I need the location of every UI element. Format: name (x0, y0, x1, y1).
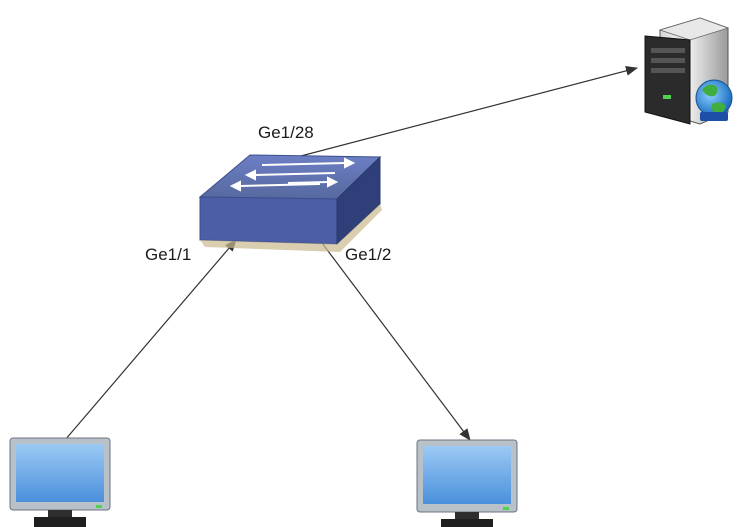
link-switch-to-pc-right (321, 242, 471, 441)
port-label-uplink: Ge1/28 (258, 123, 314, 142)
monitor-icon[interactable] (9, 437, 111, 527)
port-label-ge1-1: Ge1/1 (145, 245, 191, 264)
web-server-icon[interactable] (644, 17, 733, 125)
network-switch-icon[interactable] (198, 154, 382, 252)
monitor-icon[interactable] (416, 439, 518, 527)
port-label-ge1-2: Ge1/2 (345, 245, 391, 264)
link-switch-to-server (296, 65, 638, 158)
link-pc-left-to-switch (64, 239, 237, 441)
